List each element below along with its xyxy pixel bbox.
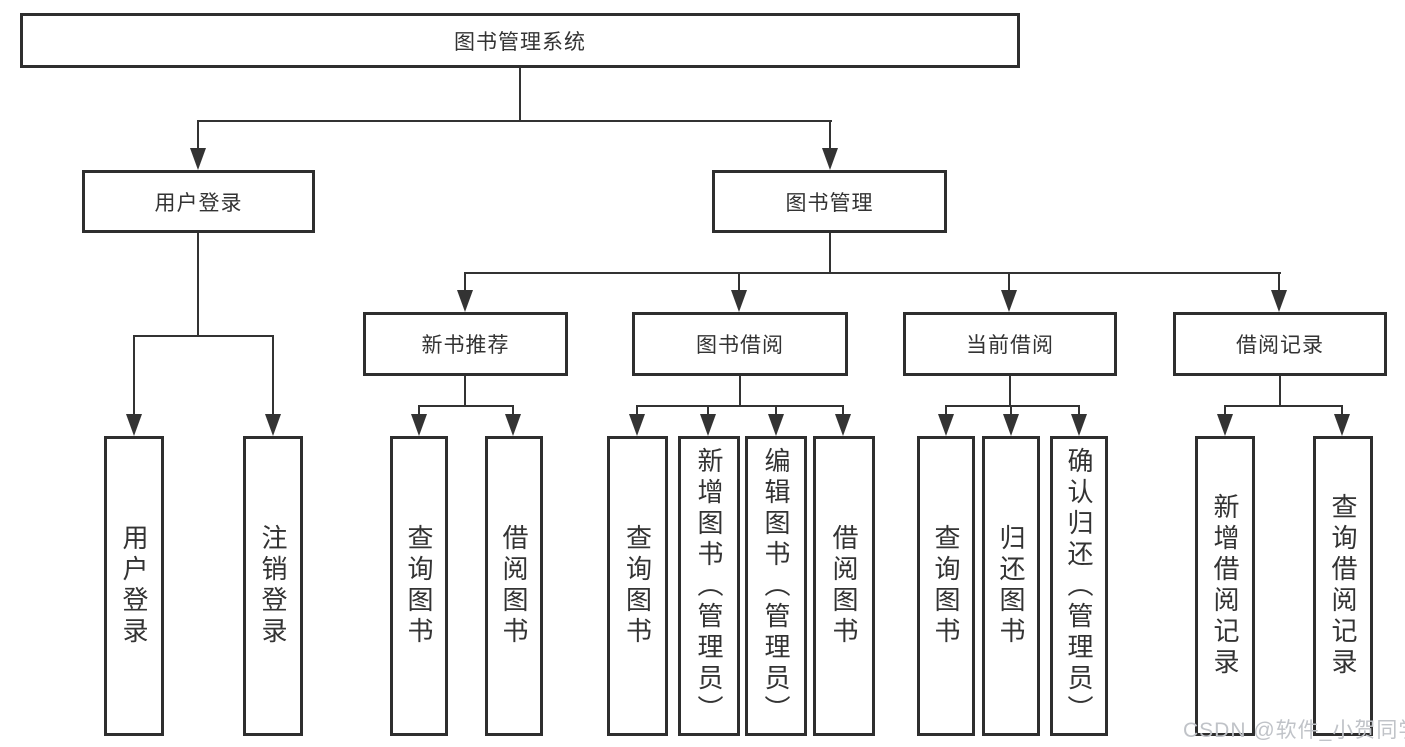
leaf-return-books: 归还图书 <box>982 436 1040 736</box>
connector-line <box>945 405 1080 407</box>
arrowhead-down <box>835 414 851 436</box>
connector-line <box>1009 376 1011 405</box>
connector-line <box>739 376 741 405</box>
connector-line <box>636 405 638 416</box>
connector-line <box>1078 405 1080 416</box>
arrowhead-down <box>1271 290 1287 312</box>
connector-line <box>1008 272 1010 292</box>
node-library-system: 图书管理系统 <box>20 13 1020 68</box>
node-book-management: 图书管理 <box>712 170 947 233</box>
leaf-borrow-books: 借阅图书 <box>813 436 875 736</box>
connector-line <box>1279 376 1281 405</box>
arrowhead-down <box>822 148 838 170</box>
connector-line <box>512 405 514 416</box>
leaf-label: 注销登录 <box>258 524 288 648</box>
connector-line <box>707 405 709 416</box>
arrowhead-down <box>1003 414 1019 436</box>
arrowhead-down <box>411 414 427 436</box>
arrowhead-down <box>1217 414 1233 436</box>
leaf-label: 查询图书 <box>404 524 434 648</box>
arrowhead-down <box>1001 290 1017 312</box>
connector-line <box>1341 405 1343 416</box>
watermark: CSDN @软件_小贺同学 <box>1183 719 1405 742</box>
connector-line <box>465 272 1281 274</box>
connector-line <box>272 335 274 416</box>
arrowhead-down <box>457 290 473 312</box>
arrowhead-down <box>126 414 142 436</box>
arrowhead-down <box>1071 414 1087 436</box>
node-current-borrow: 当前借阅 <box>903 312 1117 376</box>
arrowhead-down <box>629 414 645 436</box>
connector-line <box>1224 405 1226 416</box>
connector-line <box>197 120 832 122</box>
connector-line <box>829 233 831 272</box>
leaf-query-books-recommend: 查询图书 <box>390 436 448 736</box>
leaf-query-borrow-record: 查询借阅记录 <box>1313 436 1373 736</box>
leaf-logout: 注销登录 <box>243 436 303 736</box>
connector-line <box>738 272 740 292</box>
leaf-label: 查询借阅记录 <box>1328 493 1358 679</box>
node-label: 新书推荐 <box>421 334 510 357</box>
node-label: 图书管理系统 <box>454 30 586 54</box>
leaf-label: 新增借阅记录 <box>1210 493 1240 679</box>
connector-line <box>1224 405 1343 407</box>
connector-line <box>945 405 947 416</box>
connector-line <box>418 405 514 407</box>
leaf-label: 归还图书 <box>996 524 1026 648</box>
node-label: 图书管理 <box>785 191 874 215</box>
node-label: 图书借阅 <box>696 334 784 357</box>
connector-line <box>418 405 420 416</box>
connector-line <box>133 335 274 337</box>
connector-line <box>133 335 135 416</box>
leaf-borrow-books-recommend: 借阅图书 <box>485 436 543 736</box>
leaf-user-login: 用户登录 <box>104 436 164 736</box>
connector-line <box>829 120 831 150</box>
connector-line <box>1010 405 1012 416</box>
leaf-label: 借阅图书 <box>829 524 859 648</box>
node-label: 借阅记录 <box>1236 334 1324 357</box>
leaf-label: 编辑图书（管理员） <box>761 446 791 726</box>
leaf-query-books-current: 查询图书 <box>917 436 975 736</box>
arrowhead-down <box>190 148 206 170</box>
connector-line <box>197 233 199 335</box>
arrowhead-down <box>768 414 784 436</box>
node-borrow-record: 借阅记录 <box>1173 312 1387 376</box>
arrowhead-down <box>505 414 521 436</box>
leaf-add-books-admin: 新增图书（管理员） <box>678 436 740 736</box>
connector-line <box>775 405 777 416</box>
connector-line <box>464 272 466 292</box>
node-label: 用户登录 <box>154 191 243 215</box>
node-user-login: 用户登录 <box>82 170 315 233</box>
leaf-edit-books-admin: 编辑图书（管理员） <box>745 436 807 736</box>
connector-line <box>464 376 466 405</box>
arrowhead-down <box>938 414 954 436</box>
leaf-label: 新增图书（管理员） <box>694 446 724 726</box>
arrowhead-down <box>700 414 716 436</box>
leaf-label: 查询图书 <box>931 524 961 648</box>
node-label: 当前借阅 <box>966 334 1054 357</box>
connector-line <box>519 68 521 121</box>
connector-line <box>636 405 844 407</box>
node-new-book-recommend: 新书推荐 <box>363 312 568 376</box>
connector-line <box>842 405 844 416</box>
arrowhead-down <box>731 290 747 312</box>
connector-line <box>1278 272 1280 292</box>
leaf-label: 用户登录 <box>119 524 149 648</box>
arrowhead-down <box>265 414 281 436</box>
leaf-label: 借阅图书 <box>499 524 529 648</box>
node-book-borrow: 图书借阅 <box>632 312 848 376</box>
arrowhead-down <box>1334 414 1350 436</box>
leaf-label: 查询图书 <box>622 524 653 648</box>
connector-line <box>197 120 199 150</box>
leaf-query-books-borrow: 查询图书 <box>607 436 668 736</box>
leaf-label: 确认归还（管理员） <box>1064 446 1094 726</box>
leaf-add-borrow-record: 新增借阅记录 <box>1195 436 1255 736</box>
leaf-confirm-return-admin: 确认归还（管理员） <box>1050 436 1108 736</box>
